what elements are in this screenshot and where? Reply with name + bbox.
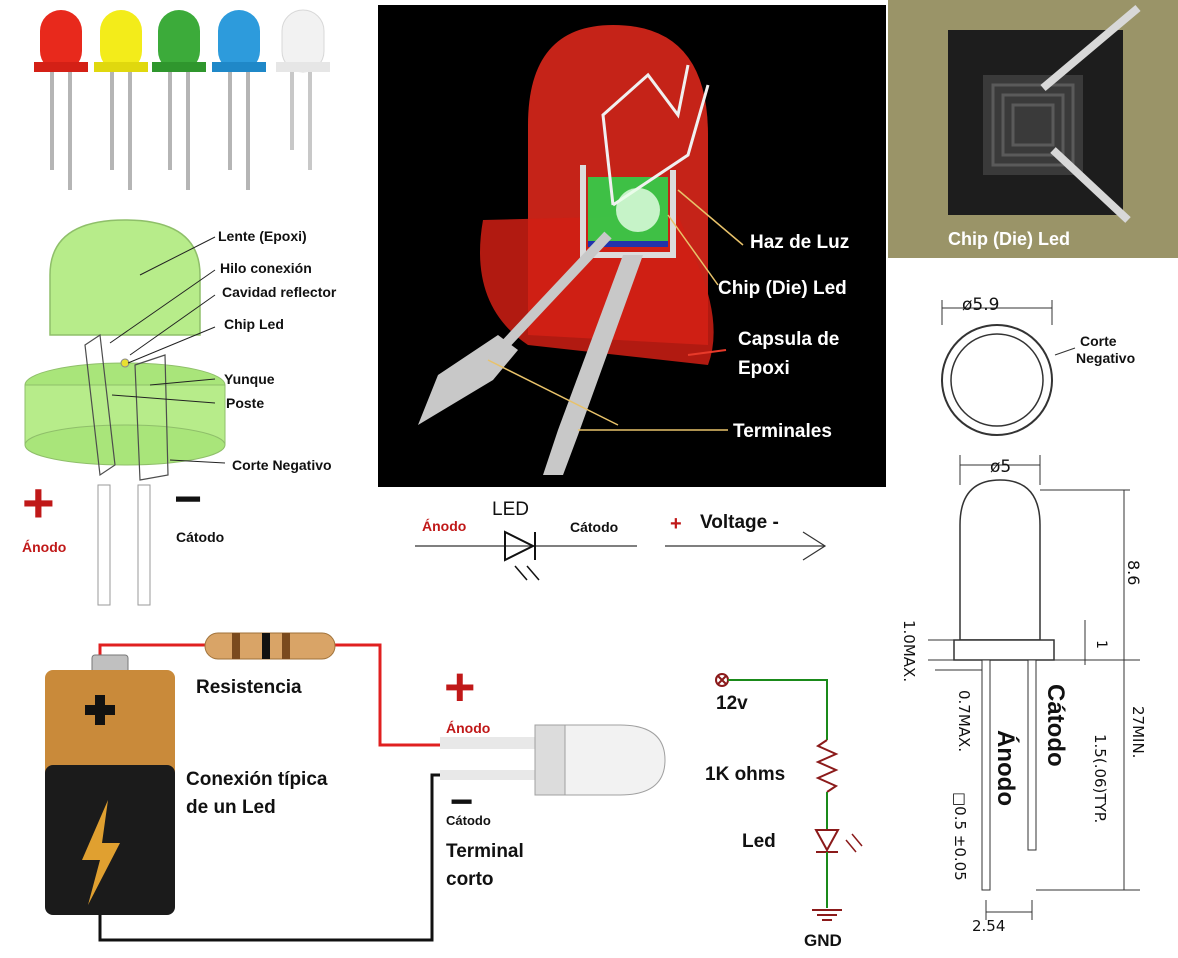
led-photo-drawing [418,25,744,475]
label-terminal-2: corto [446,869,494,890]
label-chip: Chip Led [224,316,284,332]
schematic-gnd: GND [804,931,842,950]
dim-top-diameter: ø5.9 [962,295,1000,315]
label-conexion-2: de un Led [186,797,276,818]
die-photo-panel: Chip (Die) Led [888,0,1178,258]
schematic-ohms: 1K ohms [705,764,786,785]
symbol-anodo: Ánodo [422,518,467,534]
dimension-drawing [928,300,1140,920]
schematic-12v: 12v [716,693,748,714]
led-white-icon [276,9,330,170]
dim-flange: 1 [1093,640,1109,649]
circuit-minus-icon: − [450,780,474,824]
dim-anodo: Ánodo [992,730,1019,806]
label-terminal-1: Terminal [446,841,524,862]
schematic-drawing [715,673,863,921]
led-symbol-drawing [415,530,827,581]
label-chip-die: Chip (Die) Led [718,278,847,299]
dim-lead-square: □0.5 ±0.05 [951,792,969,881]
label-anodo: Ánodo [22,539,67,555]
dim-lead-min: 27MIN. [1129,706,1147,759]
dim-corte-1: Corte [1080,333,1117,349]
led-photo-panel: Haz de Luz Chip (Die) Led Capsula de Epo… [378,5,886,487]
label-conexion-1: Conexión típica [186,769,328,790]
dim-flange-max: 1.0MAX. [900,620,918,683]
symbol-catodo: Cátodo [570,519,619,535]
symbol-plus-icon: + [670,513,682,535]
die-photo-drawing [888,0,1178,258]
label-catodo: Cátodo [176,529,225,545]
anatomy-minus-icon: − [174,473,203,526]
led-yellow-icon [94,10,148,190]
label-resistencia: Resistencia [196,677,302,698]
circuit-anodo: Ánodo [446,720,491,736]
led-blue-icon [212,10,266,190]
colored-leds [34,9,330,190]
label-corte-negativo: Corte Negativo [232,457,332,473]
label-haz-de-luz: Haz de Luz [750,232,850,253]
dim-typ: 1.5(.06)TYP. [1091,734,1109,824]
led-anatomy-drawing [24,219,226,606]
label-poste: Poste [226,395,265,411]
dim-corte-2: Negativo [1076,350,1136,366]
led-green-icon [152,10,206,190]
label-capsula-2: Epoxi [738,358,790,379]
circuit-catodo: Cátodo [446,813,491,828]
symbol-voltage: Voltage - [700,512,779,533]
label-terminales: Terminales [733,421,832,442]
dim-height: 8.6 [1124,560,1143,586]
battery-circuit-drawing [45,632,666,942]
dim-catodo: Cátodo [1042,684,1069,767]
label-pila: Pila o Batería [15,762,36,883]
circuit-plus-icon: + [444,657,476,717]
anatomy-plus-icon: + [22,471,55,534]
dim-body-diameter: ø5 [990,457,1012,477]
label-yunque: Yunque [224,371,275,387]
schematic-led: Led [742,831,776,852]
label-capsula-1: Capsula de [738,329,840,350]
label-cavidad: Cavidad reflector [222,284,337,300]
die-caption: Chip (Die) Led [948,229,1070,249]
led-red-icon [34,10,88,190]
label-lente: Lente (Epoxi) [218,228,307,244]
label-hilo: Hilo conexión [220,260,312,276]
lightning-bolt-icon [82,800,120,905]
symbol-led-label: LED [492,499,529,520]
dim-lead-max: 0.7MAX. [955,690,973,753]
dim-pitch: 2.54 [972,917,1006,935]
